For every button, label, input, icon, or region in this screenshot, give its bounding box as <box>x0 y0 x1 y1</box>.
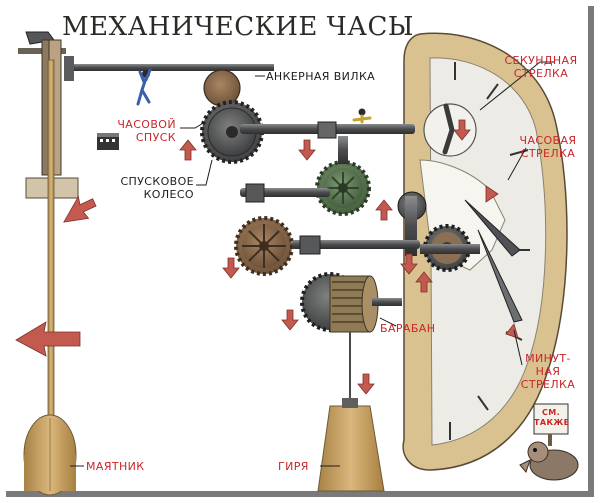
drum-label: БАРАБАН <box>380 322 436 335</box>
weight-label: ГИРЯ <box>278 460 309 473</box>
leader-lines <box>70 61 555 467</box>
escape-wheel-label: СПУСКОВОЕ КОЛЕСО <box>120 175 194 201</box>
minute-hand-icon <box>477 229 523 323</box>
pendulum-label: МАЯТНИК <box>86 460 145 473</box>
hour-hand-label: ЧАСОВАЯ СТРЕЛКА <box>519 134 577 160</box>
see-also-sign[interactable]: СМ. ТАКЖЕ <box>534 408 570 427</box>
mascot-icon <box>519 403 579 481</box>
climbing-man-icon <box>136 68 152 106</box>
film-clapper-icon <box>97 133 119 150</box>
clock-dial <box>402 32 568 471</box>
weight <box>317 398 385 492</box>
page-title: МЕХАНИЧЕСКИЕ ЧАСЫ <box>62 12 414 42</box>
brown-wheel <box>234 216 294 276</box>
pendulum-assembly <box>18 31 79 496</box>
minute-hand-label: МИНУТ- НАЯ СТРЕЛКА <box>520 352 576 391</box>
rider-icon <box>352 108 372 124</box>
drum <box>300 272 379 333</box>
clock-escapement-label: ЧАСОВОЙ СПУСК <box>117 118 176 144</box>
second-hand-label: СЕКУНДНАЯ СТРЕЛКА <box>504 54 578 80</box>
anchor-rod <box>64 64 274 71</box>
second-hand-icon <box>442 103 455 155</box>
hour-hand-icon <box>464 199 521 257</box>
anchor-fork-label: АНКЕРНАЯ ВИЛКА <box>266 70 376 83</box>
